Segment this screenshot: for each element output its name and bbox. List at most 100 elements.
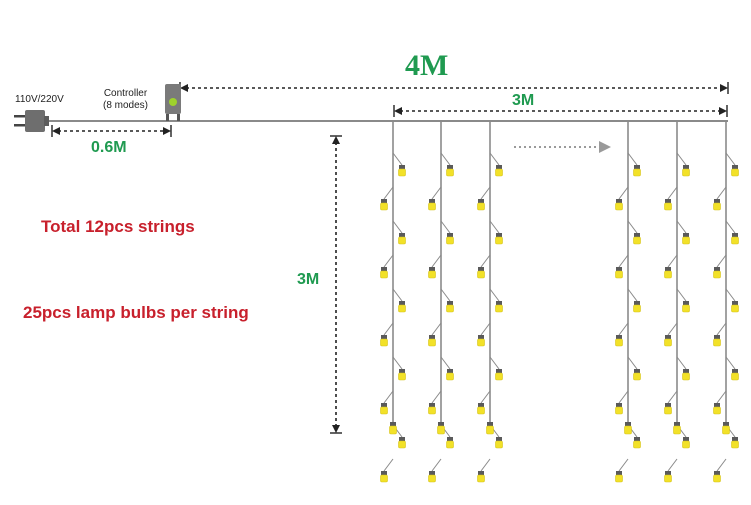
- bulb-lead: [667, 322, 678, 336]
- strings-count-note: Total 12pcs strings: [41, 217, 195, 236]
- lamp-bulb-icon: [624, 422, 632, 435]
- bulb-socket: [714, 199, 720, 203]
- bulb-glass: [731, 304, 739, 313]
- bulb-glass: [477, 338, 485, 347]
- lamp-bulb-icon: [627, 288, 641, 313]
- lamp-bulb-icon: [615, 322, 629, 347]
- lamp-bulb-icon: [713, 458, 727, 483]
- bulb-lead: [392, 220, 403, 234]
- bulb-glass: [398, 168, 406, 177]
- curtain-width-label: 3M: [512, 92, 535, 109]
- bulb-glass: [495, 168, 503, 177]
- controller-led: [169, 98, 177, 106]
- bulb-glass: [398, 372, 406, 381]
- bulb-socket: [634, 165, 640, 169]
- dim-arrowhead: [52, 127, 60, 135]
- bulb-socket: [714, 267, 720, 271]
- bulb-glass: [486, 425, 494, 435]
- lamp-bulb-icon: [440, 220, 454, 245]
- bulb-socket: [399, 233, 405, 237]
- bulb-glass: [380, 338, 388, 347]
- bulb-socket: [447, 437, 453, 441]
- bulb-socket: [714, 403, 720, 407]
- dim-arrowhead: [332, 136, 340, 144]
- lamp-bulb-icon: [489, 288, 503, 313]
- bulb-socket: [665, 471, 671, 475]
- bulb-socket: [447, 165, 453, 169]
- lamp-bulb-icon: [380, 390, 394, 415]
- lamp-bulb-icon: [428, 186, 442, 211]
- bulb-glass: [664, 474, 672, 483]
- bulb-lead: [676, 220, 687, 234]
- lamp-bulb-icon: [380, 322, 394, 347]
- bulb-socket: [399, 369, 405, 373]
- direction-arrow-icon: [514, 141, 611, 153]
- bulb-glass: [495, 236, 503, 245]
- bulb-lead: [431, 322, 442, 336]
- bulb-socket: [381, 335, 387, 339]
- bulb-socket: [381, 267, 387, 271]
- curtain-width-dimension: [393, 105, 728, 117]
- lamp-bulb-icon: [713, 390, 727, 415]
- bulb-socket: [496, 301, 502, 305]
- bulb-socket: [381, 471, 387, 475]
- plug-body: [25, 110, 45, 132]
- bulb-glass: [437, 425, 445, 435]
- bulb-lead: [489, 152, 500, 166]
- lamp-bulb-icon: [380, 186, 394, 211]
- bulb-socket: [496, 165, 502, 169]
- lamp-bulb-icon: [440, 288, 454, 313]
- bulb-lead: [667, 186, 678, 200]
- bulb-lead: [431, 254, 442, 268]
- lamp-bulb-icon: [486, 422, 494, 435]
- bulb-glass: [633, 440, 641, 449]
- bulb-socket: [732, 233, 738, 237]
- lamp-bulb-icon: [725, 288, 739, 313]
- bulb-socket: [683, 437, 689, 441]
- lamp-bulb-icon: [725, 356, 739, 381]
- lamp-bulb-icon: [392, 152, 406, 177]
- lamp-bulb-icon: [615, 186, 629, 211]
- bulb-glass: [664, 270, 672, 279]
- arrow-head: [599, 141, 611, 153]
- bulb-glass: [624, 425, 632, 435]
- lamp-bulb-icon: [722, 422, 730, 435]
- bulb-socket: [732, 437, 738, 441]
- lamp-bulb-icon: [627, 220, 641, 245]
- lamp-bulb-icon: [627, 356, 641, 381]
- bulb-glass: [713, 474, 721, 483]
- dim-arrowhead: [180, 84, 188, 92]
- bulb-socket: [399, 301, 405, 305]
- bulb-socket: [634, 233, 640, 237]
- bulb-lead: [480, 322, 491, 336]
- bulb-glass: [633, 236, 641, 245]
- bulb-lead: [676, 356, 687, 370]
- bulb-socket: [381, 403, 387, 407]
- bulb-glass: [477, 474, 485, 483]
- bulb-glass: [428, 338, 436, 347]
- bulb-glass: [477, 406, 485, 415]
- bulb-lead: [618, 390, 629, 404]
- bulb-glass: [664, 202, 672, 211]
- bulb-socket: [665, 267, 671, 271]
- bulb-lead: [392, 152, 403, 166]
- lamp-bulb-icon: [664, 186, 678, 211]
- bulb-glass: [713, 202, 721, 211]
- lamp-bulb-icon: [489, 152, 503, 177]
- bulb-glass: [380, 202, 388, 211]
- bulb-lead: [431, 458, 442, 472]
- bulb-glass: [380, 474, 388, 483]
- lead-length-label: 0.6M: [91, 139, 127, 156]
- bulb-socket: [616, 471, 622, 475]
- lamp-bulb-icon: [428, 458, 442, 483]
- bulb-socket: [487, 422, 493, 426]
- bulb-lead: [716, 186, 727, 200]
- lamp-bulb-icon: [477, 254, 491, 279]
- bulb-socket: [447, 369, 453, 373]
- bulb-socket: [714, 471, 720, 475]
- lamp-bulb-icon: [673, 422, 681, 435]
- bulb-glass: [446, 236, 454, 245]
- bulb-glass: [731, 236, 739, 245]
- lamp-bulb-icon: [713, 186, 727, 211]
- lamp-bulb-icon: [477, 186, 491, 211]
